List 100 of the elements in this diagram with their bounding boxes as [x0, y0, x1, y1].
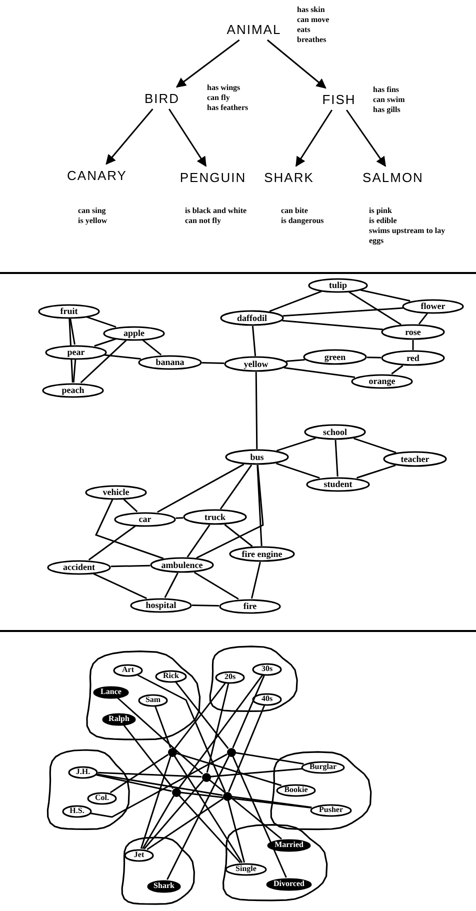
concept-node [220, 310, 284, 326]
node-label: peach [62, 386, 84, 394]
connector-line [142, 340, 162, 356]
connector-line [286, 358, 305, 362]
property-text: can fly [207, 93, 231, 103]
arrow [295, 110, 333, 167]
property-text: is yellow [78, 216, 108, 226]
concept-node [310, 804, 352, 816]
connector-line [110, 564, 150, 568]
node-label: school [322, 428, 347, 436]
property-text: breathes [297, 35, 328, 45]
connector-line [180, 792, 312, 808]
node-label: fruit [60, 306, 78, 316]
arrow [346, 110, 386, 167]
connector-line [96, 774, 223, 796]
connector-line [256, 464, 262, 546]
connector-line [232, 675, 265, 748]
node-label: yellow [244, 360, 268, 368]
node-label: car [138, 514, 152, 524]
node-label: Married [274, 841, 304, 849]
unit-dot [168, 748, 176, 756]
property-text: has skin [297, 5, 326, 15]
arrow [266, 39, 326, 89]
node-label: orange [368, 376, 396, 386]
property-text: has gills [373, 105, 402, 115]
node-label: 30s [261, 665, 273, 673]
node-label: Jet [134, 851, 144, 859]
concept-node [68, 766, 98, 778]
concept-label: CANARY [64, 166, 130, 184]
concept-node [42, 382, 104, 398]
concept-node [303, 349, 367, 365]
node-label: bus [250, 452, 264, 462]
concept-label: SHARK [260, 168, 318, 186]
connector-line [282, 320, 383, 330]
concept-node [351, 374, 413, 388]
node-label: teacher [400, 454, 430, 464]
connector-line [94, 338, 116, 347]
concept-node [301, 760, 345, 774]
connector-line [178, 674, 263, 789]
connector-line [232, 756, 287, 878]
concept-node [102, 712, 136, 726]
concept-label: SALMON [360, 168, 426, 186]
node-label: Ralph [108, 715, 130, 723]
connector-line [360, 289, 410, 302]
concept-node [276, 784, 316, 796]
connector-line [235, 752, 304, 765]
concept-node [138, 354, 202, 370]
connector-line [174, 755, 243, 863]
connector-line [176, 517, 184, 519]
node-label: pear [67, 348, 85, 356]
concept-node [62, 804, 92, 818]
concept-label: ANIMAL [223, 20, 285, 38]
node-label: truck [204, 512, 226, 522]
node-label: vehicle [102, 488, 130, 496]
connector-line [186, 524, 210, 558]
concept-node [87, 792, 117, 804]
connector-line [252, 326, 256, 356]
node-label: Shark [154, 882, 174, 890]
concept-node [267, 838, 311, 852]
connector-line [196, 464, 264, 559]
concept-node [93, 686, 129, 698]
concept-node [224, 356, 288, 372]
connector-line [356, 464, 396, 479]
concept-node [383, 451, 447, 467]
connector-line [86, 316, 116, 328]
node-label: student [324, 480, 352, 488]
node-label: H.S. [70, 807, 84, 815]
concept-node [114, 512, 176, 526]
connector-line [282, 307, 404, 317]
connector-line [202, 362, 224, 364]
node-label: Divorced [274, 880, 304, 888]
concept-label: FISH [319, 90, 359, 108]
connector-line [80, 340, 127, 384]
property-text: eats [297, 25, 312, 35]
connector-line [206, 683, 230, 773]
concept-node [155, 670, 187, 682]
concept-node [215, 670, 245, 684]
concept-label: BIRD [142, 89, 182, 107]
concept-node [225, 862, 267, 876]
connector-line [157, 464, 244, 513]
connector-line [224, 524, 253, 547]
node-label: Burglar [309, 763, 337, 771]
connector-line [144, 780, 204, 850]
node-label: Single [236, 865, 256, 873]
node-label: banana [156, 358, 184, 366]
node-label: accident [63, 562, 95, 572]
connector-line [72, 359, 76, 383]
connector-line [255, 372, 258, 449]
connector-line [98, 772, 202, 778]
connector-line [366, 356, 382, 358]
connector-line [269, 290, 322, 312]
concept-node [130, 598, 192, 612]
concept-node [402, 298, 464, 314]
connector-line [276, 437, 316, 452]
concept-node [38, 304, 100, 318]
node-label: Rick [163, 672, 179, 680]
node-label: hospital [146, 600, 176, 610]
concept-node [103, 326, 165, 340]
connector-line [227, 800, 246, 863]
concept-node [225, 449, 289, 465]
